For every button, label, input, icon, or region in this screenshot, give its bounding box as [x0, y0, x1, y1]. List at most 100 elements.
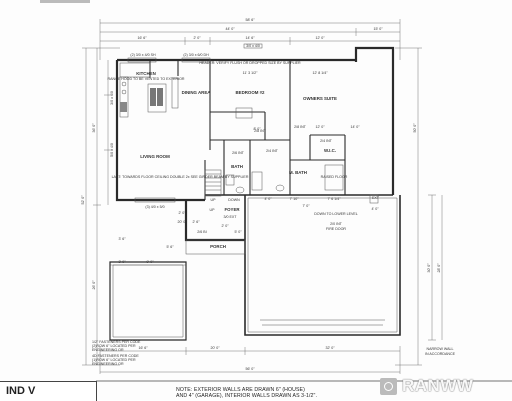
dim-l: 2' 0" — [222, 224, 230, 228]
dining-area: DINING AREA (2) 3/0 x 6/0 DH (2) 3/0 x 4… — [127, 53, 212, 95]
title-block: IND V — [0, 381, 97, 401]
room-kitchen: KITCHEN — [136, 71, 156, 76]
raised-floor-tub — [324, 164, 344, 191]
baths: BATH M. BATH RAISED FLOOR 2/6 INT 2/4 IN… — [225, 149, 348, 201]
dim-top-sub-3: 14' 6" — [246, 36, 256, 40]
dim-o: 5' 6" — [167, 245, 175, 249]
garage: EXT DOWN TO LOWER LEVEL 2/0 INT FIRE DOO… — [244, 194, 456, 356]
dim-right-total: 50' 0" — [413, 123, 417, 133]
wall-thickness-note: NOTE: EXTERIOR WALLS ARE DRAWN 6" (HOUSE… — [176, 387, 326, 400]
narrow-wall-note: NARROW WALL — [426, 347, 453, 351]
dim-left-total: 52' 0" — [81, 195, 85, 205]
fire-door-label: FIRE DOOR — [326, 227, 346, 231]
bedroom-2-dim: 11' 3 1/2" — [243, 71, 258, 75]
top-dimensions: 58' 6" 44' 0" 15' 0" 16' 6" 2' 0" 14' 6"… — [99, 18, 401, 60]
dim-n: 14' 0" — [351, 125, 361, 129]
dim-top-seg-2: 15' 0" — [374, 27, 384, 31]
dim-left-seg-2: 26' 0" — [92, 280, 96, 290]
dim-bath-width: 7' 10" — [290, 197, 300, 201]
garage-ext-door — [369, 194, 379, 204]
accordance-note: IN ACCORDANCE — [425, 352, 456, 356]
door-front: 3/0 EXT — [224, 215, 238, 219]
dim-top-sub-4: 12' 0" — [316, 36, 326, 40]
living-note: LAST: TOWARDS FLOOR CEILING DOUBLE 2x SE… — [112, 175, 249, 179]
door-closet: 2/6 BI — [197, 230, 206, 234]
left-dimensions: 52' 0" 36' 0" 26' 0" — [81, 47, 120, 366]
dim-g: 7' 0" — [303, 204, 311, 208]
door-bath: 2/6 INT — [232, 151, 245, 155]
down-to-lower-level: DOWN TO LOWER LEVEL — [314, 212, 358, 216]
top-title-remnant — [40, 0, 90, 3]
room-porch: PORCH — [210, 244, 226, 249]
foyer-porch: FOYER 3/0 EXT 2/6 BI PORCH 5' 0" UP — [185, 207, 246, 255]
room-bath: BATH — [231, 164, 243, 169]
fastener-note-6: ENGINEERING OR — [92, 362, 124, 366]
stair-up-label: UP — [211, 198, 217, 202]
door-owners: 2/8 INT — [294, 125, 307, 129]
left-lower-wing — [109, 261, 187, 341]
header-note: HEADER: VERIFY FLUSH OR DROPPED SIZE BY … — [199, 61, 301, 65]
fastener-note-3: ENGINEERING OR — [92, 348, 124, 352]
door-bedroom-2: 2/8 INT — [254, 129, 267, 133]
dim-e: 20' 0" — [178, 220, 188, 224]
right-dimensions: 50' 0" 30' 0" 28' 0" — [395, 47, 443, 366]
kitchen-island — [150, 88, 156, 106]
dim-h: 8' 0" — [254, 127, 262, 131]
misc-dimensions: 20' 0" 2' 0" 7' 0" 8' 0" 12' 0" 3' 6" 2'… — [119, 125, 380, 249]
interior-walls — [149, 60, 346, 200]
fastener-notes: 1/2" FASTENERS PER CODE (2)ROW 6" LOCATE… — [92, 340, 141, 366]
room-wic: W.I.C. — [324, 148, 336, 153]
room-master-bath: M. BATH — [289, 170, 307, 175]
dim-f: 2' 0" — [179, 211, 187, 215]
left-window-1: 3/0 x 4/0 — [110, 91, 114, 105]
dim-j: 3' 6" — [119, 237, 127, 241]
porch-slab — [185, 239, 246, 255]
dim-top-sub-1: 16' 6" — [138, 36, 148, 40]
kitchen-window: (2) 3/0 x 4/0 SH — [130, 53, 156, 57]
bedroom-2: HEADER: VERIFY FLUSH OR DROPPED SIZE BY … — [199, 43, 301, 133]
bedroom-2-window: 3/0 x 4/0 — [246, 44, 260, 48]
stair-note: UP — [210, 208, 216, 212]
room-dining: DINING AREA — [182, 90, 212, 95]
door-wic: 2/4 INT — [320, 139, 333, 143]
dim-bottom-seg-3: 32' 0" — [326, 346, 336, 350]
dim-m: 4' 0" — [372, 207, 380, 211]
left-window-2: 5/0 x 4/0 — [110, 143, 114, 157]
stairs: UP DOWN — [204, 169, 240, 202]
stair-down-label: DOWN — [228, 198, 240, 202]
fastener-note-2: (2)ROW 6" LOCATED PER — [92, 344, 136, 348]
dim-top-sub-2: 2' 0" — [194, 36, 202, 40]
dim-top-total: 58' 6" — [246, 18, 256, 22]
kitchen: KITCHEN RANGE HOOD TO BE VENTED TO EXTER… — [107, 62, 185, 118]
watermark: RANWW — [402, 376, 474, 395]
dim-i: 12' 0" — [316, 125, 326, 129]
living-room: LIVING ROOM LAST: TOWARDS FLOOR CEILING … — [110, 91, 249, 209]
fastener-note-1: 1/2" FASTENERS PER CODE — [92, 340, 141, 344]
dim-k: 2' 6" — [193, 220, 201, 224]
dim-right-seg-2: 28' 0" — [437, 263, 441, 273]
owners-dim: 12' 8 1/4" — [313, 71, 329, 75]
kitchen-note: RANGE HOOD TO BE VENTED TO EXTERIOR — [107, 77, 184, 81]
dim-bottom-seg-1: 16' 6" — [139, 346, 149, 350]
room-foyer: FOYER — [224, 207, 240, 212]
room-bedroom-2: BEDROOM #2 — [235, 90, 265, 95]
title-block-text: IND V — [6, 385, 36, 397]
dim-hall: 4' 0" — [265, 197, 273, 201]
dim-bottom-seg-2: 20' 0" — [211, 346, 221, 350]
dim-left-seg-1: 36' 0" — [92, 123, 96, 133]
bottom-dimensions: 16' 6" 20' 0" 32' 0" 56' 0" 3' 0" 9' 0" — [99, 260, 401, 374]
living-window: (3) 4/0 x 5/0 — [145, 205, 164, 209]
dim-right-seg-1: 30' 0" — [427, 263, 431, 273]
pantry — [171, 77, 179, 109]
dim-top-seg-1: 44' 0" — [226, 27, 236, 31]
dim-bottom-total: 56' 0" — [246, 367, 256, 371]
dim-fire-door-size: 2/0 INT — [330, 222, 343, 226]
dining-window: (2) 3/0 x 6/0 DH — [183, 53, 209, 57]
dim-mbath-width: 7' 6 1/4" — [328, 197, 342, 201]
dim-porch: 5' 0" — [235, 230, 243, 234]
owners-suite: 12' 8 1/4" OWNERS SUITE 2/8 INT — [294, 71, 337, 129]
fastener-note-4: 4D FASTENERS PER CODE — [92, 354, 139, 358]
note-line-2: AND 4" (GARAGE), INTERIOR WALLS DRAWN AS… — [176, 393, 317, 400]
fastener-note-5: (1)ROW 6" LOCATED PER — [92, 358, 136, 362]
